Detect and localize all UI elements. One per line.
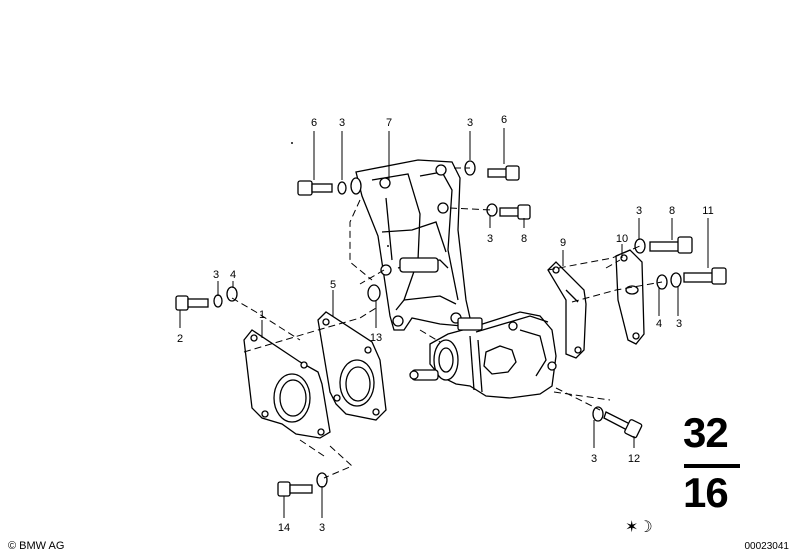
leader-lines [179, 128, 709, 518]
callout-11: 11 [702, 205, 713, 217]
bolt-6-right [464, 160, 520, 181]
callout-6-right: 6 [501, 114, 507, 126]
callout-1: 1 [259, 309, 265, 321]
callout-3-bottom-left: 3 [319, 522, 325, 534]
callout-3-upper-right: 3 [636, 205, 642, 217]
bolt-11 [656, 267, 727, 290]
callout-labels: 6 3 7 3 6 3 8 3 4 2 1 5 13 9 10 3 8 11 4… [177, 114, 714, 534]
group-number-sub: 16 [683, 472, 728, 510]
callout-9: 9 [560, 237, 566, 249]
callout-3-top-left: 3 [339, 117, 345, 129]
callout-8-middle: 8 [521, 233, 527, 245]
callout-14: 14 [278, 522, 290, 534]
bolt-2 [175, 286, 238, 311]
callout-2: 2 [177, 333, 183, 345]
callout-8-right: 8 [669, 205, 675, 217]
callout-13: 13 [370, 332, 382, 344]
callout-3-lower-right: 3 [676, 318, 682, 330]
plate-part-5 [317, 311, 387, 421]
bolt-6-left [297, 177, 362, 196]
bolt-8-middle [486, 203, 531, 220]
callout-5: 5 [330, 279, 336, 291]
callout-3-left: 3 [213, 269, 219, 281]
bolt-8-right [634, 236, 693, 254]
callout-3-middle: 3 [487, 233, 493, 245]
bracket-part-9 [547, 261, 587, 359]
callout-4-right: 4 [656, 318, 662, 330]
assembly-lines [231, 167, 663, 479]
callout-12: 12 [628, 453, 640, 465]
power-steering-pump [409, 311, 557, 399]
callout-3-top-right: 3 [467, 117, 473, 129]
group-number-divider [684, 464, 740, 468]
callout-4-left: 4 [230, 269, 236, 281]
bolt-14 [277, 472, 328, 497]
group-number-main: 32 [683, 409, 729, 456]
gasket-part-1 [243, 329, 331, 439]
callout-7: 7 [386, 117, 392, 129]
footer-marks: ✶☽ [625, 517, 653, 536]
image-id: 00023041 [744, 541, 790, 552]
callout-6-left: 6 [311, 117, 317, 129]
bracket-part-7 [355, 159, 471, 331]
bolt-12 [592, 406, 643, 439]
copyright-label: © BMW AG [8, 540, 65, 552]
washer-13 [367, 284, 381, 302]
bracket-part-10 [615, 249, 645, 345]
callout-3-bottom: 3 [591, 453, 597, 465]
callout-10: 10 [616, 233, 628, 245]
